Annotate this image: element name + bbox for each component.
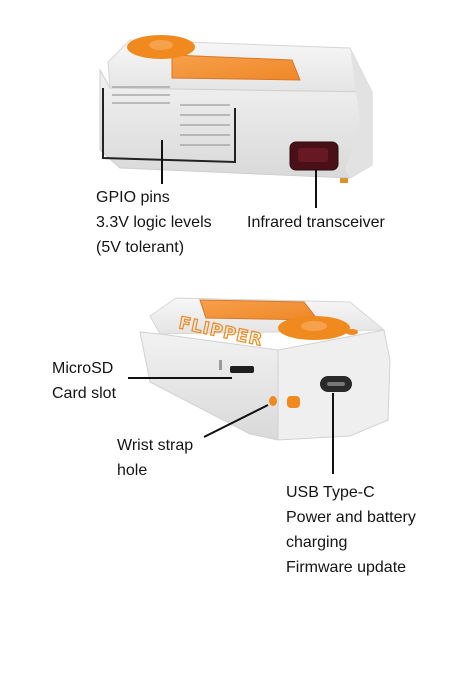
usb-callout-line-1: USB Type-C — [286, 484, 375, 501]
wrist-strap-hole — [269, 396, 277, 406]
device-side-view: FLIPPER — [139, 297, 391, 441]
gpio-header — [112, 86, 230, 146]
wrist-strap-callout-line-1: Wrist strap — [117, 437, 194, 454]
usb-callout: USB Type-C Power and battery charging Fi… — [286, 480, 416, 580]
wrist-strap-leader-line — [203, 404, 269, 438]
infrared-callout: Infrared transceiver — [247, 210, 385, 235]
microsd-callout: MicroSD Card slot — [52, 356, 116, 406]
gpio-callout-line-3: (5V tolerant) — [96, 239, 185, 256]
microsd-callout-line-2: Card slot — [52, 385, 117, 402]
usb-callout-line-2: Power and battery — [286, 509, 416, 526]
dpad-icon — [127, 35, 195, 59]
gpio-callout-line-2: 3.3V logic levels — [96, 214, 212, 231]
usb-callout-line-4: Firmware update — [286, 559, 407, 576]
back-button — [346, 329, 358, 335]
gpio-bracket — [102, 88, 236, 164]
gpio-callout-line-1: GPIO pins — [96, 189, 170, 206]
usb-callout-line-3: charging — [286, 534, 348, 551]
microsd-callout-line-1: MicroSD — [52, 360, 114, 377]
device-top-view — [99, 35, 373, 183]
wrist-strap-callout-line-2: hole — [117, 462, 148, 479]
screen — [171, 54, 301, 81]
wrist-strap-callout: Wrist strap hole — [117, 433, 193, 483]
dpad-icon — [278, 316, 350, 340]
infrared-callout-line-1: Infrared transceiver — [247, 214, 385, 231]
microsd-slot — [230, 366, 254, 373]
gpio-callout: GPIO pins 3.3V logic levels (5V tolerant… — [96, 185, 212, 260]
